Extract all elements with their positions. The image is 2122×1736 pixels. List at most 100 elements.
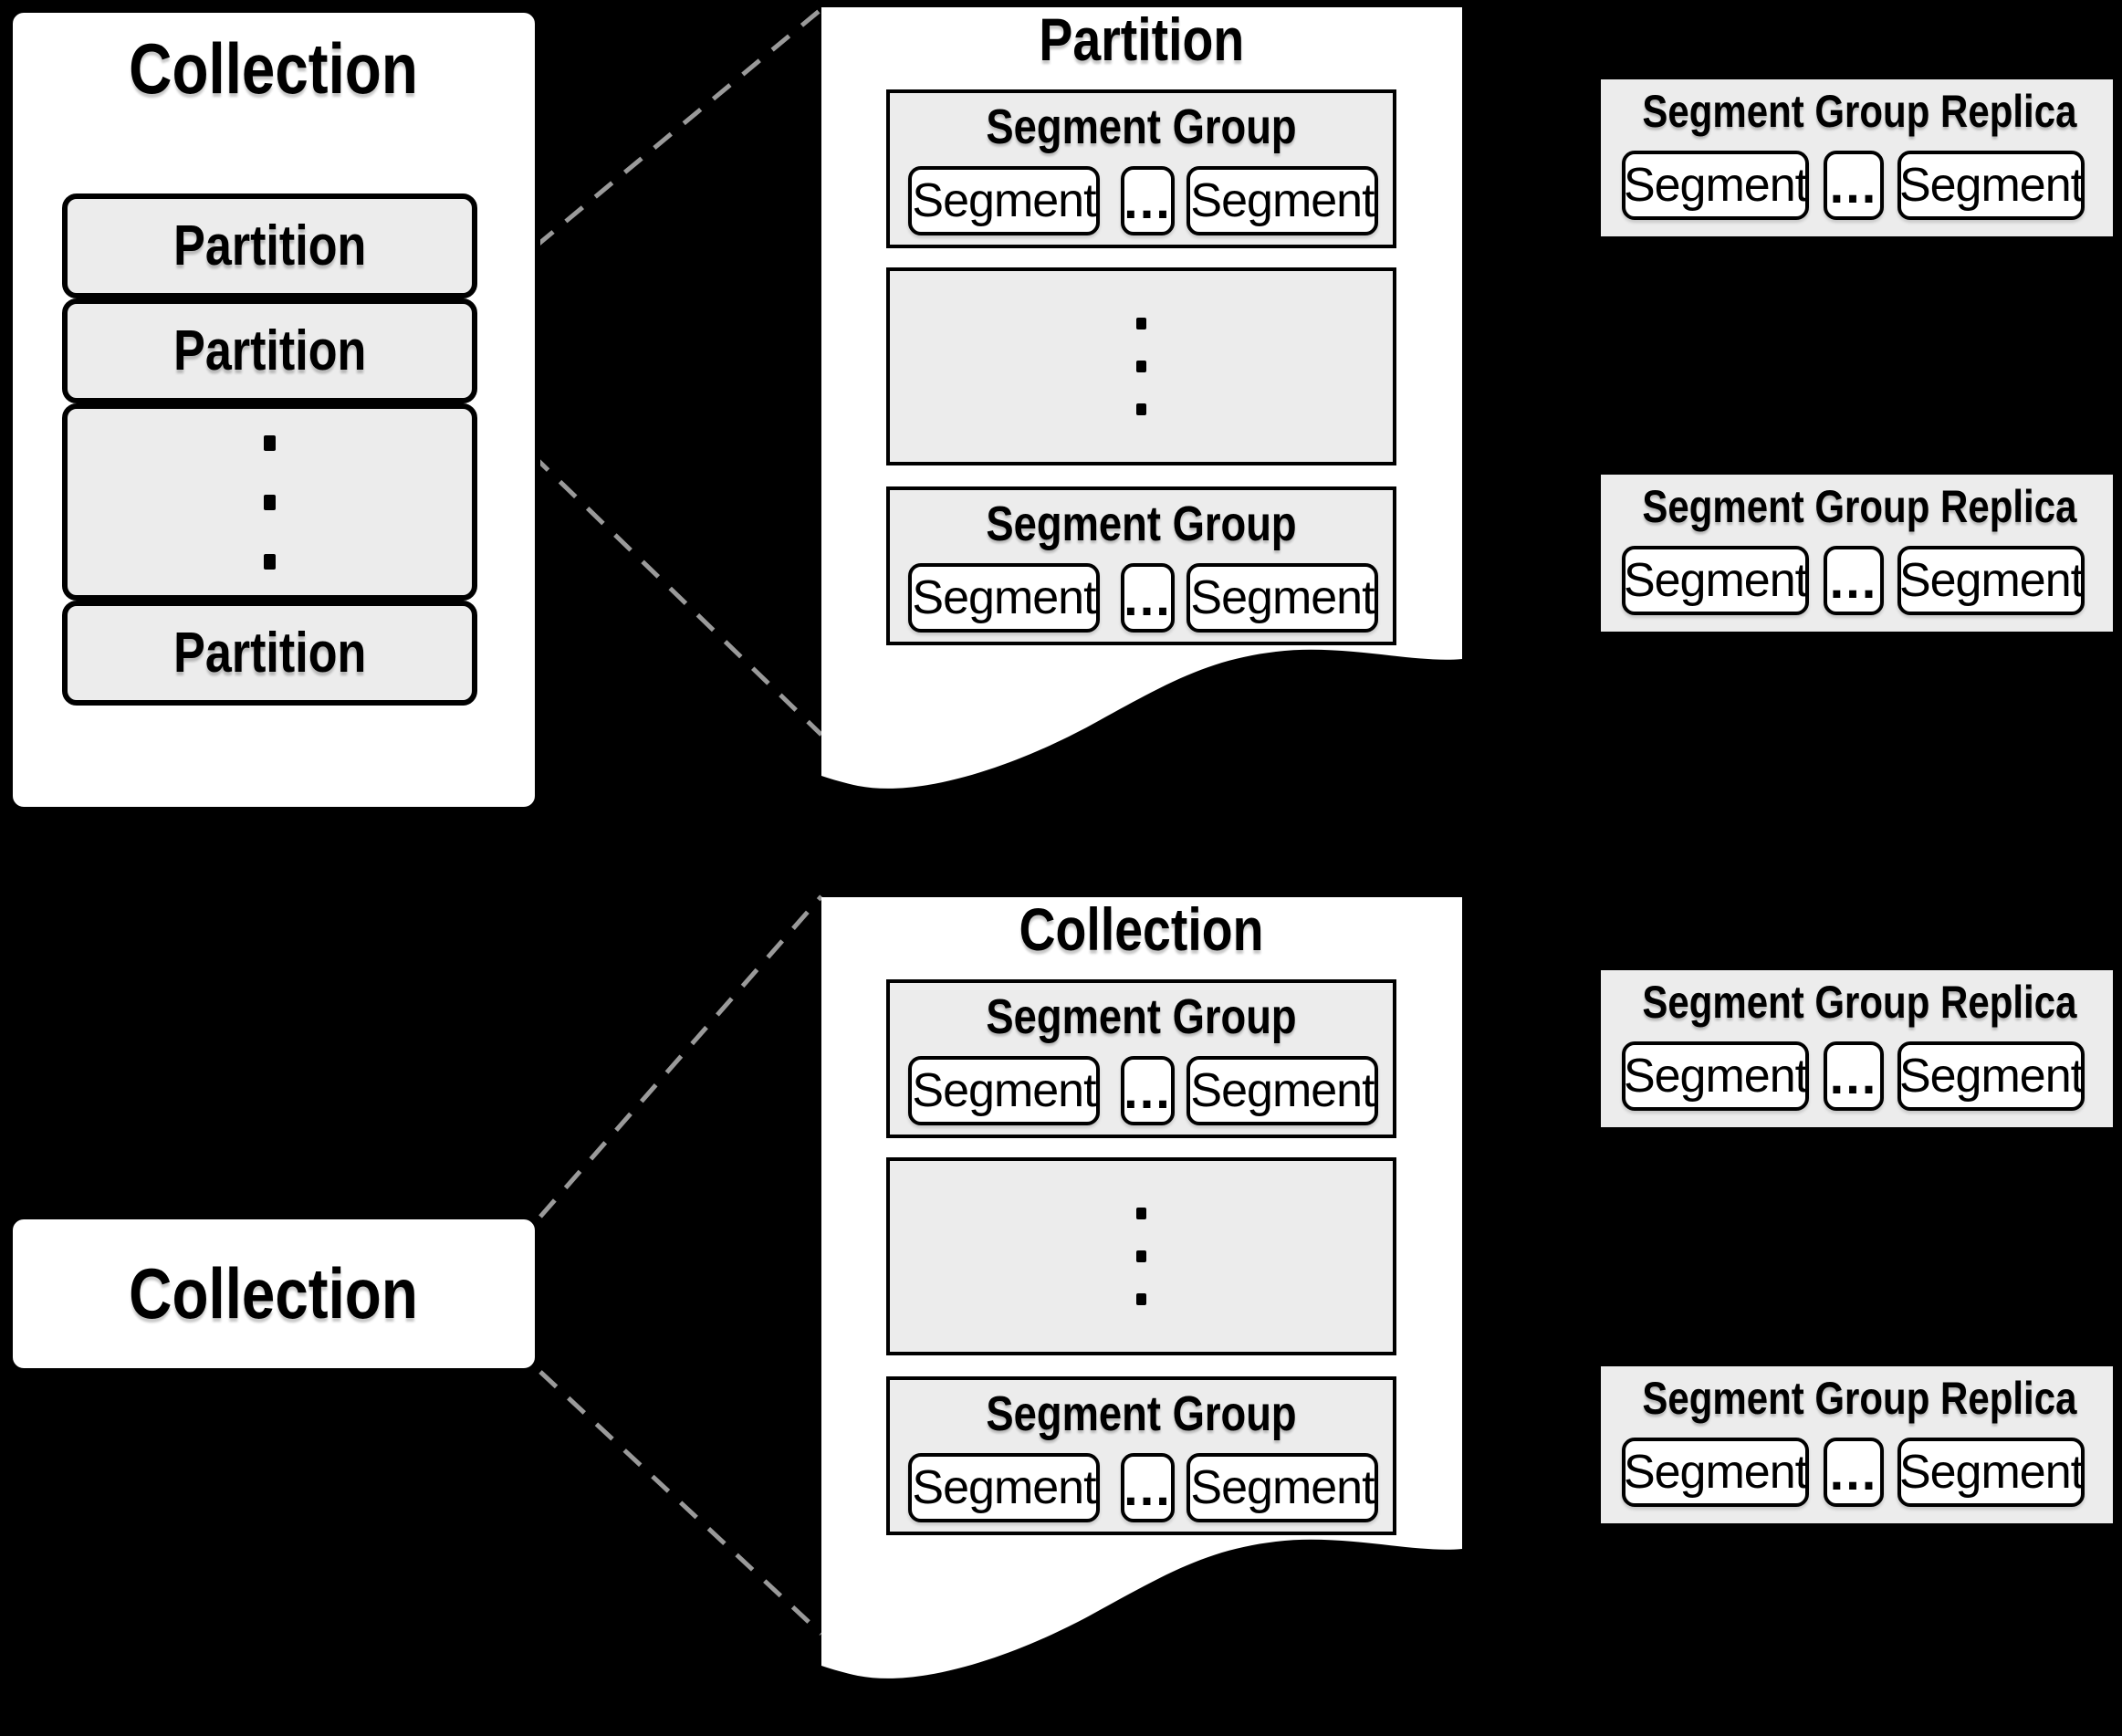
segment-ellipsis-label: ... — [1829, 1443, 1878, 1501]
ellipsis-dot — [1136, 361, 1146, 372]
segment-ellipsis-box: ... — [1824, 151, 1884, 220]
replica-title: Segment Group Replica — [1601, 1375, 2113, 1421]
partition-row-3: Partition — [62, 601, 477, 706]
segment-box: Segment — [1186, 1453, 1378, 1522]
segment-box: Segment — [1622, 546, 1809, 615]
collection-label-box: Collection — [7, 1214, 540, 1374]
dashed-connector-collection-bottom — [538, 1370, 823, 1636]
segment-label: Segment — [912, 1461, 1096, 1514]
collection-box-title-text: Collection — [129, 28, 419, 109]
replica-title: Segment Group Replica — [1601, 89, 2113, 134]
vertical-ellipsis-dots — [68, 409, 472, 595]
segment-box: Segment — [908, 1056, 1100, 1125]
segment-label: Segment — [1898, 159, 2084, 212]
partition-page-title: Partition — [821, 9, 1462, 69]
vertical-ellipsis-dots — [890, 1161, 1393, 1352]
segment-group-box: Segment Group Segment ... Segment — [886, 979, 1396, 1138]
segment-ellipsis-label: ... — [1124, 1061, 1172, 1119]
segment-box: Segment — [1897, 546, 2085, 615]
segment-label: Segment — [1623, 1050, 1808, 1103]
segment-group-replica-box: Segment Group Replica Segment ... Segmen… — [1601, 1366, 2113, 1523]
partition-row-2-label: Partition — [172, 319, 367, 382]
segment-label: Segment — [1623, 554, 1808, 607]
segment-group-replica-box: Segment Group Replica Segment ... Segmen… — [1601, 475, 2113, 632]
partition-page-title-text: Partition — [1039, 5, 1245, 73]
segment-label: Segment — [912, 571, 1096, 624]
segment-label: Segment — [1623, 159, 1808, 212]
segment-label: Segment — [912, 174, 1096, 227]
segment-box: Segment — [1186, 563, 1378, 633]
segment-box: Segment — [1186, 166, 1378, 235]
dashed-connector-collection-top — [538, 894, 823, 1218]
segment-label: Segment — [1190, 1064, 1375, 1117]
segment-ellipsis-box: ... — [1824, 1041, 1884, 1111]
segment-group-replica-box: Segment Group Replica Segment ... Segmen… — [1601, 79, 2113, 236]
ellipsis-dot — [1136, 318, 1146, 329]
segment-ellipsis-box: ... — [1121, 563, 1175, 633]
segment-group-box: Segment Group Segment ... Segment — [886, 89, 1396, 248]
ellipsis-dot — [1136, 1293, 1146, 1305]
segment-ellipsis-label: ... — [1124, 569, 1172, 626]
segment-group-box: Segment Group Segment ... Segment — [886, 486, 1396, 645]
collection-page: Collection Segment Group Segment ... Seg… — [821, 890, 1462, 1711]
segment-group-ellipsis-panel — [886, 1157, 1396, 1355]
segment-ellipsis-label: ... — [1124, 1459, 1172, 1516]
replica-title: Segment Group Replica — [1601, 979, 2113, 1025]
segment-box: Segment — [1897, 151, 2085, 220]
segment-group-box: Segment Group Segment ... Segment — [886, 1376, 1396, 1535]
partition-row-1: Partition — [62, 193, 477, 298]
partition-row-2: Partition — [62, 298, 477, 403]
partition-row-3-label: Partition — [172, 621, 367, 685]
segment-ellipsis-label: ... — [1124, 172, 1172, 229]
segment-label: Segment — [1898, 554, 2084, 607]
segment-label: Segment — [1190, 571, 1375, 624]
segment-group-title: Segment Group — [890, 992, 1393, 1041]
replica-title-text: Segment Group Replica — [1642, 481, 2077, 532]
segment-label: Segment — [1623, 1446, 1808, 1499]
segment-group-title: Segment Group — [890, 499, 1393, 549]
segment-ellipsis-label: ... — [1829, 551, 1878, 609]
segment-box: Segment — [1622, 1438, 1809, 1507]
partition-page: Partition Segment Group Segment ... Segm… — [821, 0, 1462, 821]
segment-ellipsis-box: ... — [1121, 166, 1175, 235]
segment-label: Segment — [1190, 1461, 1375, 1514]
segment-ellipsis-box: ... — [1121, 1056, 1175, 1125]
partition-row-1-label: Partition — [172, 214, 367, 277]
segment-group-title-text: Segment Group — [986, 989, 1297, 1044]
ellipsis-dot — [1136, 1250, 1146, 1262]
partition-ellipsis-box — [62, 403, 477, 601]
ellipsis-dot — [264, 434, 276, 451]
collection-box-title: Collection — [13, 33, 535, 104]
ellipsis-dot — [1136, 1208, 1146, 1219]
segment-label: Segment — [1898, 1446, 2084, 1499]
replica-title: Segment Group Replica — [1601, 484, 2113, 529]
segment-group-title: Segment Group — [890, 102, 1393, 152]
segment-group-title: Segment Group — [890, 1389, 1393, 1438]
replica-title-text: Segment Group Replica — [1642, 1373, 2077, 1424]
ellipsis-dot — [1136, 403, 1146, 415]
segment-group-title-text: Segment Group — [986, 497, 1297, 551]
segment-box: Segment — [908, 1453, 1100, 1522]
segment-group-title-text: Segment Group — [986, 1386, 1297, 1441]
segment-box: Segment — [908, 166, 1100, 235]
segment-ellipsis-box: ... — [1824, 546, 1884, 615]
vertical-ellipsis-dots — [890, 271, 1393, 462]
segment-ellipsis-label: ... — [1829, 1047, 1878, 1104]
segment-box: Segment — [1622, 1041, 1809, 1111]
segment-group-replica-box: Segment Group Replica Segment ... Segmen… — [1601, 970, 2113, 1127]
segment-box: Segment — [1897, 1438, 2085, 1507]
collection-label-text: Collection — [129, 1253, 419, 1333]
segment-ellipsis-box: ... — [1121, 1453, 1175, 1522]
collection-page-title-text: Collection — [1019, 895, 1264, 963]
collection-box: Collection Partition Partition Partition — [7, 7, 540, 812]
replica-title-text: Segment Group Replica — [1642, 86, 2077, 137]
ellipsis-dot — [264, 553, 276, 570]
segment-label: Segment — [1190, 174, 1375, 227]
segment-box: Segment — [908, 563, 1100, 633]
segment-box: Segment — [1897, 1041, 2085, 1111]
segment-group-title-text: Segment Group — [986, 99, 1297, 154]
segment-box: Segment — [1186, 1056, 1378, 1125]
ellipsis-dot — [264, 494, 276, 510]
segment-label: Segment — [1898, 1050, 2084, 1103]
